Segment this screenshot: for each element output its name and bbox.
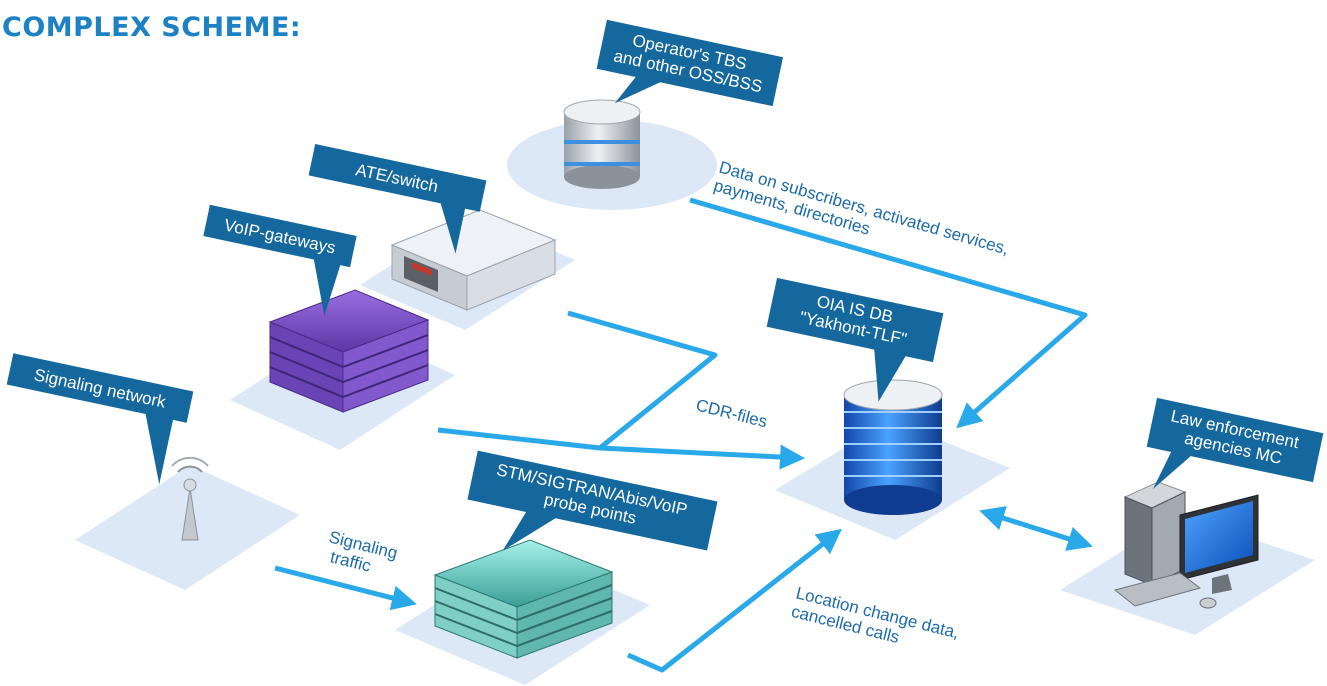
connectors (274, 197, 1093, 673)
ate-switch-icon (390, 209, 557, 311)
signaling-traffic-arrow (274, 565, 417, 611)
computer-icon (1113, 481, 1259, 609)
callout-signaling: Signaling network (6, 353, 194, 485)
cdr-arrow (437, 427, 805, 470)
cdr-label: CDR-files (694, 395, 769, 431)
law-exchange-arrow (979, 506, 1093, 551)
voip-gateways-icon (268, 289, 430, 413)
ate-cdr-line (567, 310, 718, 450)
subscriber-data-arrow (689, 197, 1088, 429)
antenna-icon (171, 456, 209, 541)
probe-rack-icon (433, 539, 614, 659)
page-title: COMPLEX SCHEME: (2, 12, 302, 43)
signaling-traffic-label: Signaling traffic (322, 527, 404, 582)
location-label: Location change data, cancelled calls (789, 583, 965, 661)
oia-database-icon (843, 379, 943, 515)
callout-oss: Operator's TBS and other OSS/BSS (596, 19, 784, 107)
location-arrow (626, 528, 842, 673)
oss-database-icon (563, 99, 641, 189)
